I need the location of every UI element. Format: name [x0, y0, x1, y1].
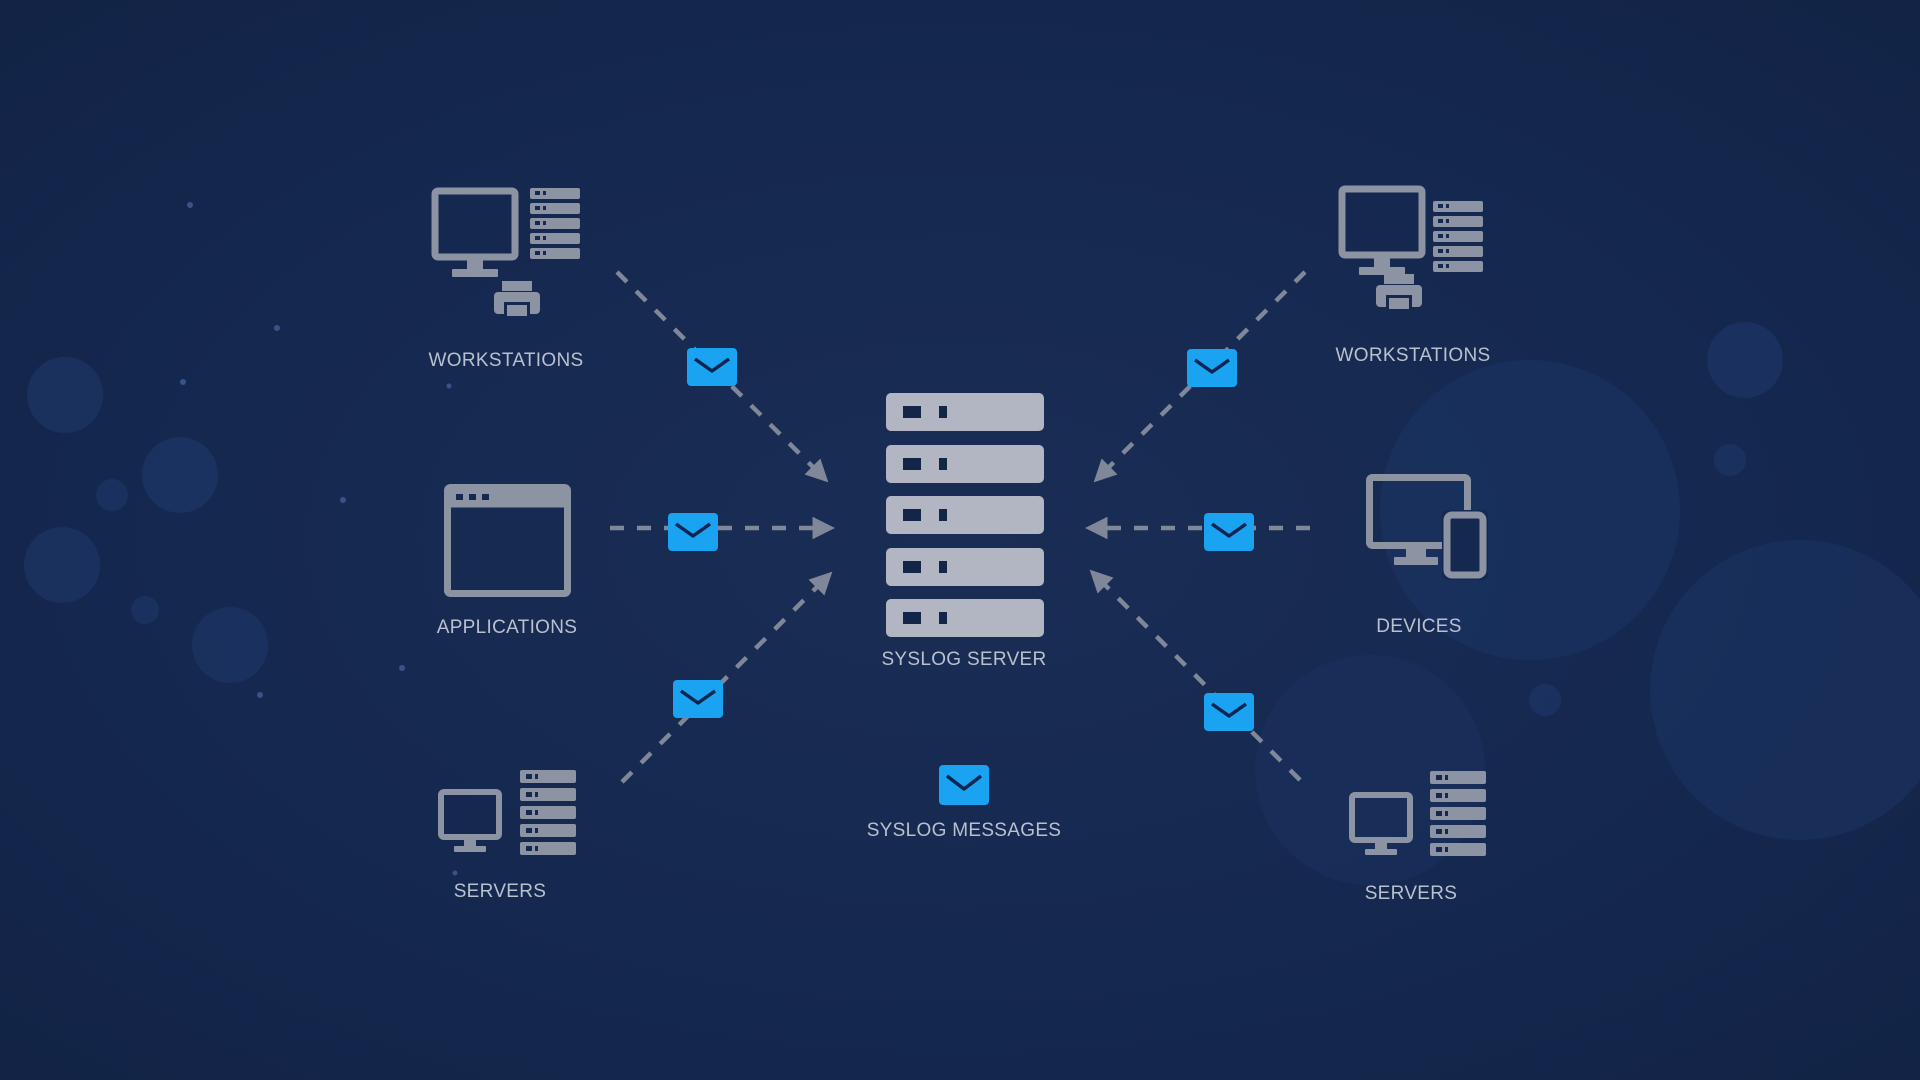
printer-icon	[494, 281, 540, 316]
background-bokeh	[24, 202, 1920, 885]
servers-left-label: SERVERS	[453, 881, 547, 902]
devices-icon	[1366, 474, 1488, 580]
envelope-icon	[1204, 513, 1254, 551]
workstations-right-label: WORKSTATIONS	[1335, 345, 1491, 366]
envelope-icon	[1187, 349, 1237, 387]
server-rack-icon	[438, 770, 576, 855]
message-envelopes	[668, 348, 1254, 731]
envelope-icon	[687, 348, 737, 386]
envelope-icon	[1204, 693, 1254, 731]
workstation-icon	[431, 187, 580, 316]
application-window-icon	[444, 484, 571, 597]
servers-right-label: SERVERS	[1364, 883, 1458, 904]
workstations-left-label: WORKSTATIONS	[428, 350, 584, 371]
connector-servers-left	[620, 571, 833, 784]
syslog-server-icon	[886, 393, 1044, 637]
server-rack-icon	[1349, 771, 1486, 856]
syslog-messages-label: SYSLOG MESSAGES	[866, 820, 1062, 841]
envelope-icon	[668, 513, 718, 551]
envelope-icon	[673, 680, 723, 718]
devices-label: DEVICES	[1376, 616, 1462, 637]
connector-servers-right	[1089, 569, 1302, 782]
applications-label: APPLICATIONS	[436, 617, 578, 638]
syslog-server-label: SYSLOG SERVER	[881, 649, 1047, 670]
workstation-icon	[1338, 185, 1483, 309]
printer-icon	[1376, 274, 1422, 309]
legend-envelope-icon	[939, 765, 989, 805]
